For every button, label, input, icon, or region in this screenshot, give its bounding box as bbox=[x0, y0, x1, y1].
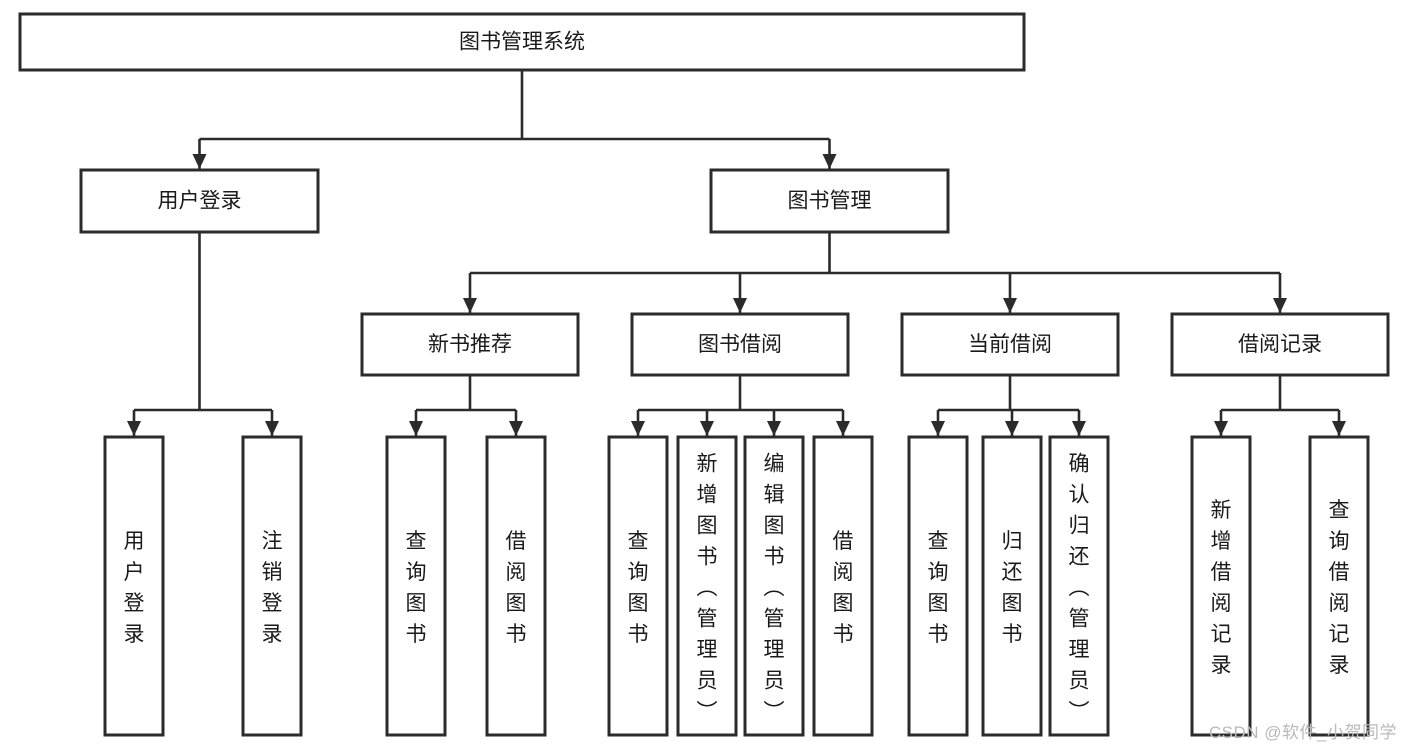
node-leaf-edit-book[interactable]: 编辑图书︵管理员︶ bbox=[743, 435, 805, 737]
arrow-head-icon bbox=[931, 421, 945, 436]
node-leaf-return-book[interactable]: 归还图书 bbox=[981, 435, 1043, 737]
connectors-layer bbox=[127, 70, 1346, 436]
node-label-leaf-query-book-1: 查询图书 bbox=[406, 530, 427, 646]
node-box-leaf-add-record bbox=[1190, 435, 1252, 737]
node-leaf-borrow-book-2[interactable]: 借阅图书 bbox=[812, 435, 874, 737]
node-box-root bbox=[18, 12, 1026, 72]
arrow-head-icon bbox=[409, 421, 423, 436]
node-current-borrow[interactable]: 当前借阅 bbox=[900, 312, 1120, 377]
node-label-new-book-rec: 新书推荐 bbox=[428, 333, 512, 356]
node-leaf-add-record[interactable]: 新增借阅记录 bbox=[1190, 435, 1252, 737]
node-label-leaf-add-record: 新增借阅记录 bbox=[1211, 499, 1232, 677]
node-box-new-book-rec bbox=[360, 312, 580, 377]
node-label-leaf-query-record: 查询借阅记录 bbox=[1329, 499, 1350, 677]
node-box-leaf-return-book bbox=[981, 435, 1043, 737]
node-box-book-manage bbox=[709, 168, 950, 234]
node-label-leaf-add-book: 新增图书︵管理员︶ bbox=[697, 453, 718, 724]
arrow-head-icon bbox=[265, 421, 279, 436]
arrow-head-icon bbox=[1332, 421, 1346, 436]
arrow-head-icon bbox=[700, 421, 714, 436]
node-leaf-query-book-1[interactable]: 查询图书 bbox=[385, 435, 447, 737]
node-box-leaf-user-login bbox=[103, 435, 165, 737]
node-leaf-query-book-2[interactable]: 查询图书 bbox=[607, 435, 669, 737]
node-leaf-query-record[interactable]: 查询借阅记录 bbox=[1308, 435, 1370, 737]
node-box-current-borrow bbox=[900, 312, 1120, 377]
node-box-leaf-borrow-book-1 bbox=[485, 435, 547, 737]
node-box-leaf-borrow-book-2 bbox=[812, 435, 874, 737]
node-box-book-borrow bbox=[630, 312, 850, 377]
node-box-leaf-edit-book bbox=[743, 435, 805, 737]
arrow-head-icon bbox=[463, 298, 477, 313]
arrow-head-icon bbox=[733, 298, 747, 313]
arrow-head-icon bbox=[1003, 298, 1017, 313]
node-book-manage[interactable]: 图书管理 bbox=[709, 168, 950, 234]
csdn-watermark: CSDN @软件_小贺同学 bbox=[1208, 723, 1397, 742]
node-leaf-query-book-3[interactable]: 查询图书 bbox=[907, 435, 969, 737]
node-label-borrow-record: 借阅记录 bbox=[1238, 333, 1322, 356]
arrow-head-icon bbox=[127, 421, 141, 436]
arrow-head-icon bbox=[836, 421, 850, 436]
node-borrow-record[interactable]: 借阅记录 bbox=[1170, 312, 1390, 377]
node-label-leaf-query-book-3: 查询图书 bbox=[928, 530, 949, 646]
arrow-head-icon bbox=[822, 154, 837, 169]
node-label-current-borrow: 当前借阅 bbox=[968, 333, 1052, 356]
node-box-user-login bbox=[79, 168, 320, 234]
arrow-head-icon bbox=[1273, 298, 1287, 313]
node-leaf-borrow-book-1[interactable]: 借阅图书 bbox=[485, 435, 547, 737]
node-label-leaf-return-book: 归还图书 bbox=[1002, 530, 1023, 646]
node-label-leaf-borrow-book-2: 借阅图书 bbox=[833, 530, 854, 646]
arrow-head-icon bbox=[1005, 421, 1019, 436]
node-label-book-manage: 图书管理 bbox=[788, 190, 872, 213]
arrow-head-icon bbox=[1214, 421, 1228, 436]
node-box-leaf-add-book bbox=[676, 435, 738, 737]
node-leaf-logout[interactable]: 注销登录 bbox=[241, 435, 303, 737]
node-box-borrow-record bbox=[1170, 312, 1390, 377]
node-box-leaf-query-book-3 bbox=[907, 435, 969, 737]
arrow-head-icon bbox=[509, 421, 523, 436]
node-label-leaf-user-login: 用户登录 bbox=[124, 530, 145, 646]
arrow-head-icon bbox=[192, 154, 207, 169]
node-leaf-add-book[interactable]: 新增图书︵管理员︶ bbox=[676, 435, 738, 737]
node-box-leaf-query-book-1 bbox=[385, 435, 447, 737]
node-leaf-confirm-return[interactable]: 确认归还︵管理员︶ bbox=[1048, 435, 1110, 737]
node-label-leaf-borrow-book-1: 借阅图书 bbox=[506, 530, 527, 646]
node-label-leaf-edit-book: 编辑图书︵管理员︶ bbox=[764, 453, 785, 724]
arrow-head-icon bbox=[1072, 421, 1086, 436]
arrow-head-icon bbox=[767, 421, 781, 436]
nodes-layer: 图书管理系统用户登录图书管理新书推荐图书借阅当前借阅借阅记录用户登录注销登录查询… bbox=[18, 12, 1390, 737]
node-label-book-borrow: 图书借阅 bbox=[698, 333, 782, 356]
node-root[interactable]: 图书管理系统 bbox=[18, 12, 1026, 72]
node-box-leaf-logout bbox=[241, 435, 303, 737]
node-label-leaf-confirm-return: 确认归还︵管理员︶ bbox=[1069, 453, 1090, 724]
node-leaf-user-login[interactable]: 用户登录 bbox=[103, 435, 165, 737]
node-user-login[interactable]: 用户登录 bbox=[79, 168, 320, 234]
node-new-book-rec[interactable]: 新书推荐 bbox=[360, 312, 580, 377]
node-label-leaf-logout: 注销登录 bbox=[262, 530, 283, 646]
node-box-leaf-query-record bbox=[1308, 435, 1370, 737]
node-label-user-login: 用户登录 bbox=[158, 190, 242, 213]
node-box-leaf-query-book-2 bbox=[607, 435, 669, 737]
node-book-borrow[interactable]: 图书借阅 bbox=[630, 312, 850, 377]
arrow-head-icon bbox=[631, 421, 645, 436]
node-label-root: 图书管理系统 bbox=[459, 31, 585, 54]
node-box-leaf-confirm-return bbox=[1048, 435, 1110, 737]
node-label-leaf-query-book-2: 查询图书 bbox=[628, 530, 649, 646]
